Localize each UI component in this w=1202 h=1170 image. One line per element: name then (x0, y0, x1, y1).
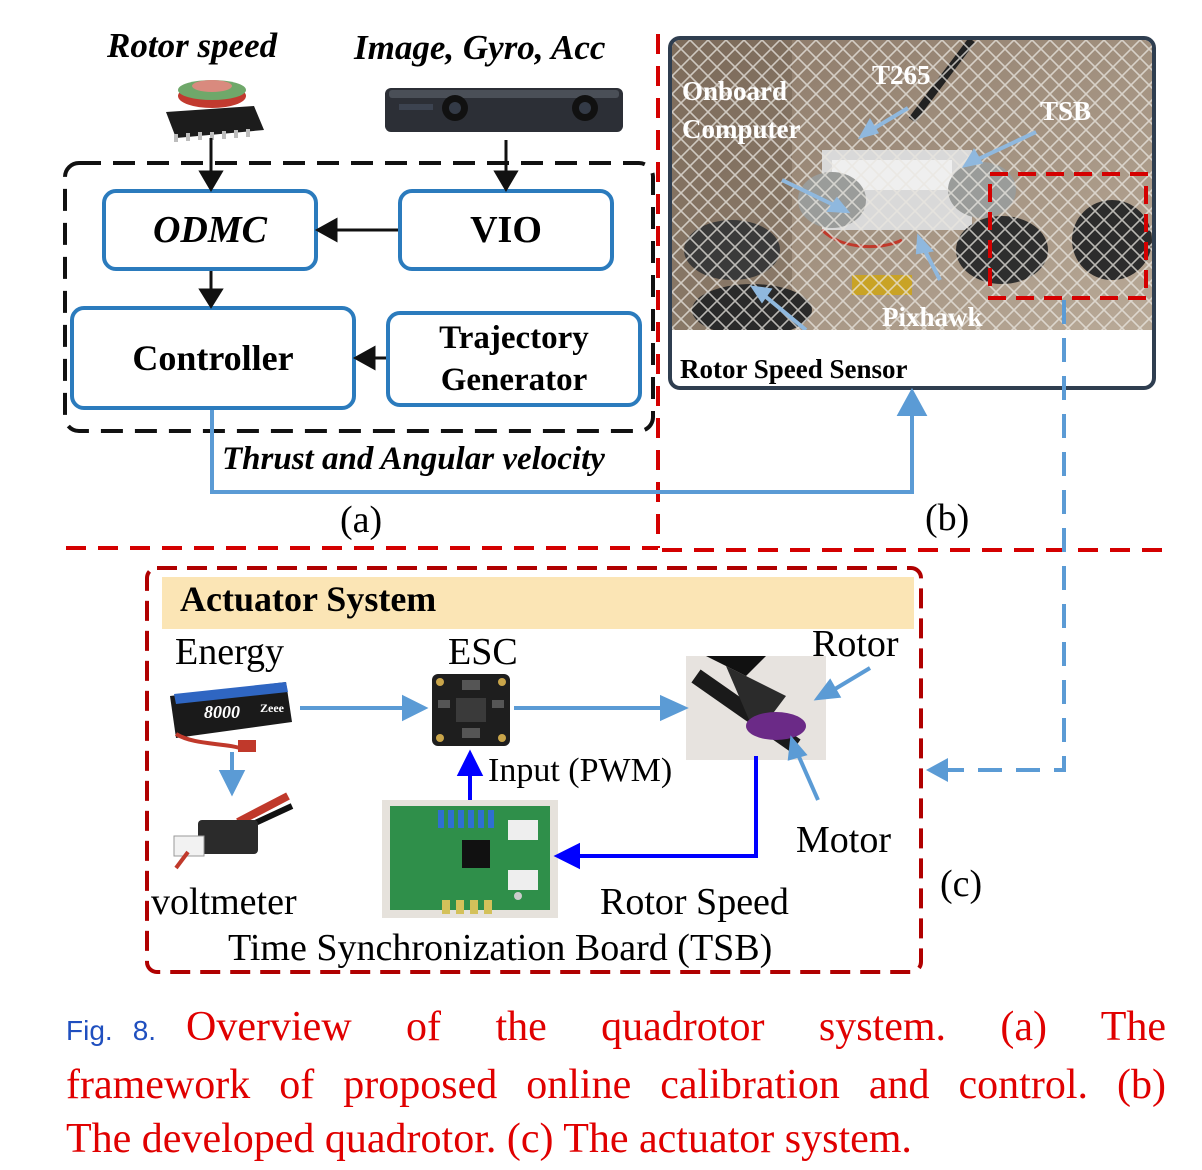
actuator-system-box (144, 565, 924, 975)
rotor-speed-feedback-arrows (456, 749, 758, 870)
vio-label: VIO (470, 209, 542, 251)
voltmeter-label: voltmeter (151, 881, 297, 923)
sensor-chip-image (166, 80, 264, 142)
tsb-dashed-arrow (946, 300, 1066, 772)
energy-label: Energy (175, 631, 285, 673)
caption-fig-number: 8. (132, 1015, 157, 1046)
input-pwm-label: Input (PWM) (488, 752, 673, 789)
svg-text:8000: 8000 (204, 702, 240, 722)
connector-layer (66, 34, 1164, 870)
caption-line-2: framework of proposed online calibration… (66, 1062, 1166, 1108)
trajectory-label-line1: Trajectory (439, 320, 589, 356)
camera-input-label: Image, Gyro, Acc (354, 28, 606, 67)
framework-dashed-box (63, 161, 655, 433)
camera-image (385, 88, 623, 132)
panel-a-label: (a) (340, 499, 383, 541)
panel-b-label: (b) (925, 497, 970, 539)
red-dashed-dividers (66, 34, 1164, 552)
panel-a-black-arrows (198, 138, 519, 371)
caption-line-1-text: Overview of the quadrotor system. (a) Th… (186, 1004, 1166, 1050)
onboard-computer-label: Onboard Computer (682, 72, 800, 148)
voltmeter-image (173, 792, 294, 870)
motor-rotor-image (686, 656, 826, 760)
rotor-speed-input-label: Rotor speed (107, 26, 278, 65)
rotor-speed-label: Rotor Speed (600, 881, 789, 923)
battery-brand-text: Zeee (260, 701, 285, 715)
tsb-label: TSB (1040, 96, 1092, 126)
quadrotor-frame: Onboard Computer T265 TSB Pixhawk Rotor … (668, 36, 1156, 390)
actuator-dashed-border (145, 566, 923, 974)
esc-label: ESC (448, 631, 518, 673)
motor-label: Motor (796, 819, 891, 861)
rotor-speed-sensor-label: Rotor Speed Sensor (680, 354, 908, 384)
trajectory-generator-block: Trajectory Generator (386, 311, 642, 407)
caption-line-1: Fig. 8. Overview of the quadrotor system… (66, 1000, 1166, 1058)
actuator-flow-arrows (218, 666, 872, 801)
tsb-board-image (382, 800, 558, 918)
actuator-system-title: Actuator System (180, 579, 437, 619)
tsb-full-label: Time Synchronization Board (TSB) (228, 927, 773, 969)
trajectory-label-line2: Generator (440, 362, 588, 398)
battery-image: 8000 Zeee (170, 682, 292, 752)
onboard-label-line2: Computer (682, 114, 801, 144)
figure-caption: Fig. 8. Overview of the quadrotor system… (66, 1000, 1166, 1166)
t265-label: T265 (872, 60, 931, 90)
quadrotor-photo (672, 40, 1152, 330)
odmc-label: ODMC (152, 209, 268, 251)
thrust-angular-velocity-label: Thrust and Angular velocity (222, 441, 605, 477)
caption-line-3: The developed quadrotor. (c) The actuato… (66, 1116, 912, 1162)
onboard-label-line1: Onboard (682, 76, 788, 106)
controller-label: Controller (132, 338, 294, 378)
rotor-label: Rotor (812, 623, 899, 665)
tsb-dashed-arrowhead (926, 758, 948, 782)
panel-c-label: (c) (940, 863, 983, 905)
thrust-arrow (210, 387, 928, 494)
esc-image (432, 674, 510, 746)
pixhawk-label: Pixhawk (882, 302, 983, 332)
caption-fig-word: Fig. (66, 1015, 113, 1046)
